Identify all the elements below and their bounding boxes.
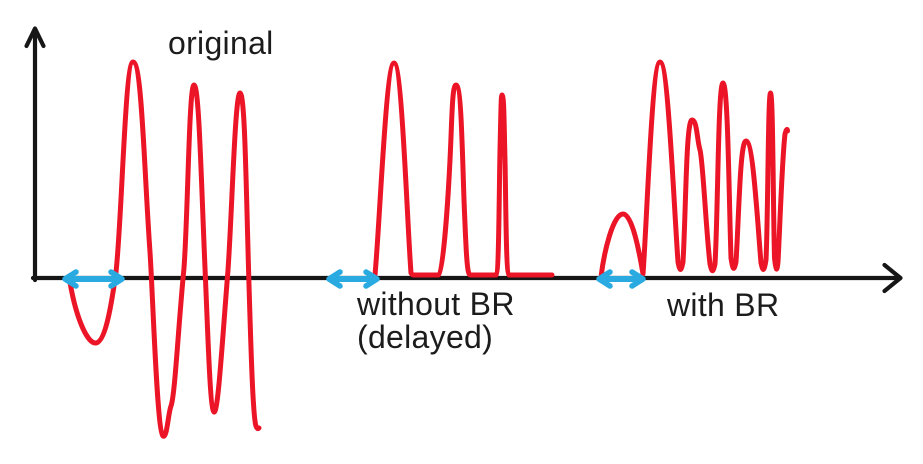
waveform-original — [66, 59, 262, 439]
span-arrow-without-br-right-head-icon — [363, 269, 380, 289]
span-arrow-with-br-left-head-icon — [596, 269, 613, 289]
label-with-br: with BR — [667, 287, 780, 323]
label-without-br: without BR (delayed) — [357, 288, 515, 354]
span-arrow-without-br-left-head-icon — [326, 269, 343, 289]
label-original: original — [168, 25, 274, 61]
span-arrow-with-br — [596, 269, 646, 289]
axis-group — [24, 26, 903, 294]
waveform-with-br — [598, 59, 790, 280]
span-arrow-original — [62, 269, 125, 289]
span-arrow-with-br-right-head-icon — [629, 269, 646, 289]
label-without-br-line1: without BR — [357, 286, 515, 322]
label-without-br-line2: (delayed) — [357, 319, 494, 355]
span-arrow-original-left-head-icon — [62, 269, 79, 289]
y-axis-arrowhead-icon — [24, 26, 46, 49]
waveform-without-br — [372, 60, 555, 278]
span-arrow-without-br — [326, 269, 380, 289]
span-arrows-group — [62, 269, 646, 289]
x-axis-arrowhead-icon — [882, 262, 903, 294]
waveforms-group — [66, 59, 790, 439]
span-arrow-original-right-head-icon — [108, 269, 125, 289]
